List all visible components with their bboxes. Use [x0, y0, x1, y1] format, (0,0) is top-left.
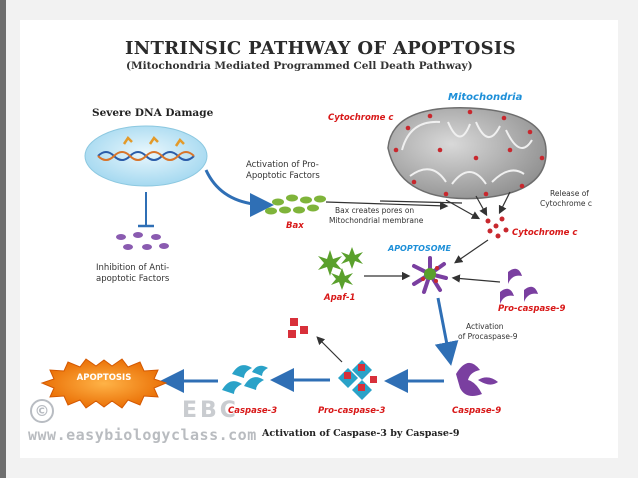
bax-protein-icon [265, 194, 326, 215]
arrow-cytochrome-to-apoptosome [454, 239, 489, 264]
caspase9-icon [456, 362, 498, 396]
apoptosome-label: APOPTOSOME [388, 244, 451, 253]
bottom-caption: Activation of Caspase-3 by Caspase-9 [262, 428, 460, 439]
apaf1-label: Apaf-1 [324, 293, 356, 303]
arrow-release-2 [498, 191, 511, 215]
ebc-watermark: EBC [182, 398, 239, 423]
cytochrome-top-label: Cytochrome c [328, 113, 394, 123]
inhibition-line1: Inhibition of Anti- [96, 263, 170, 273]
procaspase3-label: Pro-caspase-3 [318, 406, 386, 416]
inhibition-line2: apoptotic Factors [96, 274, 170, 284]
bax-pores-line1: Bax creates pores on [335, 206, 415, 215]
mitochondria-icon [387, 107, 547, 200]
dna-helix-icon [84, 125, 208, 187]
arrow-release-3 [445, 199, 481, 220]
cytochrome-c-icon [485, 216, 509, 239]
website-watermark: www.easybiologyclass.com [28, 426, 257, 444]
caspase3-icon [222, 365, 268, 394]
activation-procaspase-line1: Activation [466, 322, 504, 331]
apoptosis-label: APOPTOSIS [76, 373, 132, 383]
inhibitor-symbol-icon [138, 192, 154, 228]
copyright-icon: © [30, 399, 54, 423]
activation-pro-apoptotic-line2: Apoptotic Factors [246, 171, 320, 181]
arrow-procaspase9-to-apoptosome [451, 274, 501, 283]
procaspase9-icon [500, 268, 538, 304]
caspase9-label: Caspase-9 [452, 406, 502, 416]
arrow-bax-to-mitochondria [325, 201, 449, 210]
procaspase9-label: Pro-caspase-9 [498, 304, 566, 314]
bax-pores-line2: Mitochondrial membrane [329, 216, 424, 225]
arrow-bax-pores [379, 200, 463, 204]
diagram-subtitle: (Mitochondria Mediated Programmed Cell D… [126, 60, 473, 72]
diagram-title: INTRINSIC PATHWAY OF APOPTOSIS [125, 38, 516, 59]
apoptosome-icon [412, 256, 448, 294]
arrow-dna-to-bax [204, 169, 274, 217]
arrow-apoptosome-to-caspase9 [434, 297, 459, 366]
apaf1-star-icon [318, 247, 363, 290]
release-line1: Release of [550, 189, 589, 198]
cytochrome-right-label: Cytochrome c [512, 228, 578, 238]
release-line2: Cytochrome c [540, 199, 593, 208]
arrow-procaspase3-to-fragments [316, 336, 343, 363]
mitochondria-label: Mitochondria [448, 92, 523, 103]
activation-procaspase-line2: of Procaspase-9 [458, 332, 518, 341]
anti-apoptotic-factors-icon [116, 232, 169, 250]
cleaved-fragments-icon [288, 318, 308, 338]
slide-left-edge [0, 0, 6, 478]
activation-pro-apoptotic-line1: Activation of Pro- [246, 160, 319, 170]
caspase3-label: Caspase-3 [228, 406, 278, 416]
procaspase3-icon [338, 360, 377, 400]
arrow-release-1 [475, 195, 488, 217]
bax-label: Bax [286, 221, 304, 231]
apoptosis-burst-icon [40, 358, 168, 409]
dna-damage-label: Severe DNA Damage [92, 107, 214, 119]
